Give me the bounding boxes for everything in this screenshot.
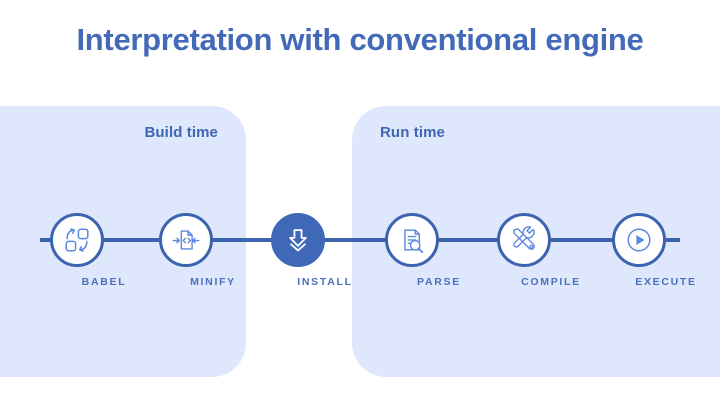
document-search-icon [404,229,424,254]
pipeline-node-label-install: INSTALL [297,276,353,288]
code-document-compress-icon [172,230,200,250]
phase-label-build: Build time [144,124,218,141]
phase-label-run: Run time [380,124,445,141]
transform-blocks-icon [65,228,89,252]
pipeline-node-compile[interactable] [497,213,551,267]
pipeline-node-parse[interactable] [385,213,439,267]
pipeline-node-execute[interactable] [612,213,666,267]
pipeline-node-label-execute: EXECUTE [635,276,697,288]
pipeline-connector-line [40,238,680,242]
pipeline-node-label-parse: PARSE [417,276,461,288]
play-circle-icon [627,228,651,252]
download-arrow-icon [289,229,307,252]
pipeline-node-babel[interactable] [50,213,104,267]
page-title: Interpretation with conventional engine [76,22,644,57]
pipeline-node-label-minify: MINIFY [190,276,236,288]
pipeline-node-install[interactable] [271,213,325,267]
pipeline-node-label-babel: BABEL [81,276,127,288]
pipeline-node-label-compile: COMPILE [521,276,581,288]
pipeline-node-minify[interactable] [159,213,213,267]
wrench-screwdriver-icon [513,226,535,250]
